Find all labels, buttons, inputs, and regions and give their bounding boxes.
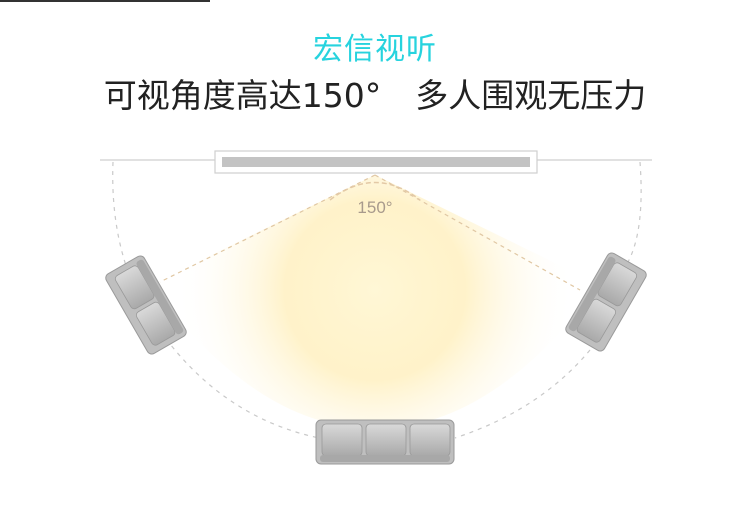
sofa-bottom xyxy=(315,419,455,465)
angle-arc xyxy=(329,181,421,201)
angle-label: 150° xyxy=(357,198,392,217)
headline-angle: 可视角度高达150° xyxy=(103,76,382,115)
brand-title: 宏信视听 xyxy=(313,32,437,67)
angle-ray-right xyxy=(374,174,581,291)
tv-screen xyxy=(222,157,530,167)
sofa-right xyxy=(565,252,647,352)
orbit-arc-right-top xyxy=(627,161,642,263)
orbit-arc-right-bottom xyxy=(454,349,591,439)
sofa-left xyxy=(105,255,187,355)
headline-crowd: 多人围观无压力 xyxy=(415,76,647,115)
orbit-arc-left xyxy=(112,161,331,441)
headline: 可视角度高达150° 多人围观无压力 xyxy=(0,74,750,118)
top-divider-line xyxy=(0,0,210,2)
